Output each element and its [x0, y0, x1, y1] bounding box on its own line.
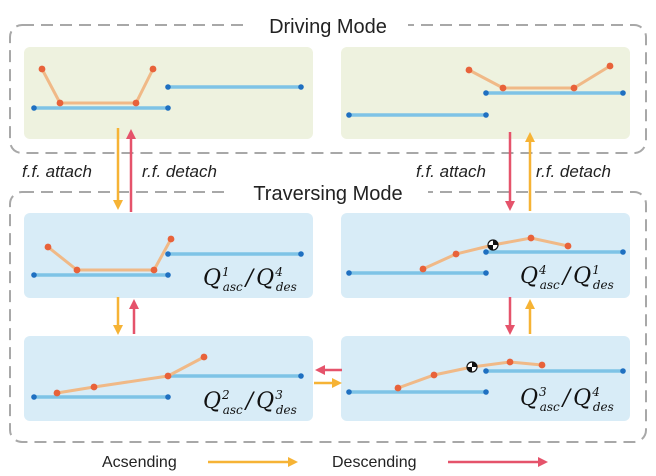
robot-state-q2 [31, 353, 304, 400]
robot-state-q3 [346, 358, 626, 395]
robot-driving-right [346, 62, 626, 118]
state-panel-q4 [341, 213, 630, 298]
state-panel-q3 [341, 336, 630, 421]
legend-descending-label: Descending [332, 454, 417, 471]
center-of-mass-icon [466, 361, 478, 373]
driving-panel-left [24, 47, 313, 139]
traversing-mode-title: Traversing Mode [253, 183, 402, 205]
driving-mode-title: Driving Mode [269, 16, 387, 38]
left-detach-label: r.f. detach [142, 162, 217, 181]
left-attach-label: f.f. attach [22, 162, 92, 181]
right-detach-label: r.f. detach [536, 162, 611, 181]
robot-state-q4 [346, 234, 626, 276]
robot-state-q1 [31, 235, 304, 278]
robot-driving-left [31, 65, 304, 111]
right-attach-label: f.f. attach [416, 162, 486, 181]
legend-ascending-label: Acsending [102, 454, 177, 471]
center-of-mass-icon [487, 239, 499, 251]
